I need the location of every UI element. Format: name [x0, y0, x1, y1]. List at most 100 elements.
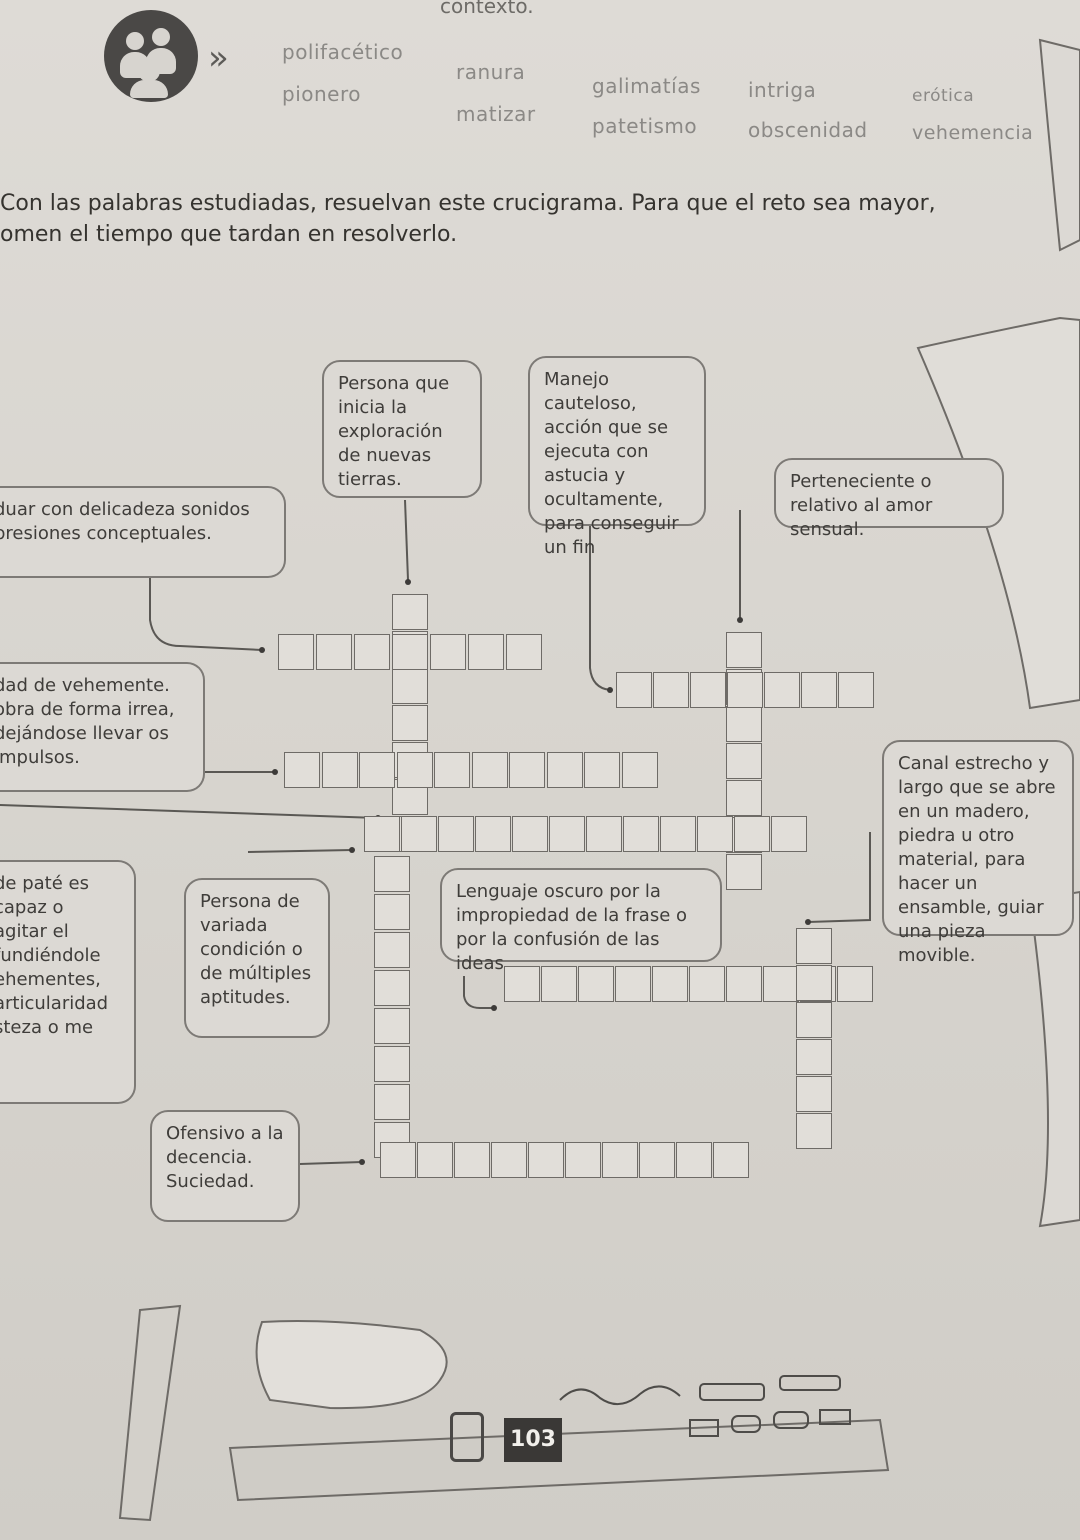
crossword-cell[interactable] [796, 1076, 832, 1112]
crossword-cell[interactable] [676, 1142, 712, 1178]
crossword-cell[interactable] [278, 634, 314, 670]
crossword-cell[interactable] [396, 752, 433, 788]
crossword-cell[interactable] [549, 816, 585, 852]
crossword-cell[interactable] [316, 634, 352, 670]
crossword-cell[interactable] [584, 752, 620, 788]
crossword-cell[interactable] [623, 816, 659, 852]
crossword-cell[interactable] [616, 672, 652, 708]
crossword-cell[interactable] [512, 816, 548, 852]
clue-text: Manejo cauteloso, acción que se ejecuta … [544, 369, 679, 558]
clue-obscenidad: Ofensivo a la decencia. Suciedad. [150, 1110, 300, 1222]
crossword-cell[interactable] [726, 966, 762, 1002]
crossword-cell[interactable] [621, 752, 658, 788]
page-number: 103 [504, 1418, 562, 1462]
crossword-cell[interactable] [374, 894, 410, 930]
crossword-cell[interactable] [417, 1142, 453, 1178]
crossword-cell[interactable] [380, 1142, 416, 1178]
crossword-cell[interactable] [468, 634, 504, 670]
crossword-cell[interactable] [726, 780, 762, 816]
clue-galimatias: Lenguaje oscuro por la impropiedad de la… [440, 868, 722, 974]
crossword-cell[interactable] [491, 1142, 527, 1178]
instructions-line: omen el tiempo que tardan en resolverlo. [0, 222, 458, 247]
crossword-cell[interactable] [392, 705, 428, 741]
crossword-cell[interactable] [726, 706, 762, 742]
group-work-icon [104, 10, 198, 102]
crossword-cell[interactable] [726, 632, 762, 668]
crossword-cell[interactable] [374, 1046, 410, 1082]
crossword-cell[interactable] [689, 966, 725, 1002]
crossword-cell[interactable] [697, 816, 733, 852]
crossword-cell[interactable] [838, 672, 874, 708]
crossword-cell[interactable] [734, 816, 770, 852]
crossword-cell[interactable] [504, 966, 540, 1002]
crossword-cell[interactable] [438, 816, 474, 852]
word-bank-item: vehemencia [912, 122, 1034, 144]
clue-text: de paté es capaz o agitar el fundiéndole… [0, 873, 109, 1038]
crossword-cell[interactable] [434, 752, 470, 788]
crossword-cell[interactable] [578, 966, 614, 1002]
crossword-cell[interactable] [796, 965, 832, 1001]
page-icon [450, 1412, 484, 1462]
crossword-cell[interactable] [374, 856, 410, 892]
crossword-cell[interactable] [796, 1002, 832, 1038]
crossword-cell[interactable] [837, 966, 873, 1002]
crossword-cell[interactable] [801, 672, 837, 708]
crossword-cell[interactable] [541, 966, 577, 1002]
crossword-cell[interactable] [690, 672, 726, 708]
crossword-cell[interactable] [615, 966, 651, 1002]
crossword-cell[interactable] [359, 752, 395, 788]
clue-text: Persona de variada condición o de múltip… [200, 891, 312, 1008]
crossword-cell[interactable] [546, 752, 583, 788]
clue-intriga: Manejo cauteloso, acción que se ejecuta … [528, 356, 706, 558]
crossword-cell[interactable] [771, 816, 807, 852]
crossword-cell[interactable] [392, 594, 428, 630]
word-bank-item: pionero [282, 82, 361, 106]
crossword-cell[interactable] [602, 1142, 638, 1178]
crossword-cell[interactable] [796, 1113, 832, 1149]
crossword-cell[interactable] [653, 672, 689, 708]
crossword-cell[interactable] [726, 743, 762, 779]
word-bank-item: intriga [748, 78, 817, 102]
crossword-cell[interactable] [586, 816, 622, 852]
word-bank-item: matizar [456, 102, 536, 126]
crossword-cell[interactable] [374, 932, 410, 968]
clue-vehemencia: dad de vehemente. obra de forma irrea, d… [0, 662, 205, 792]
double-chevron-icon: » [208, 38, 229, 78]
crossword-cell[interactable] [713, 1142, 749, 1178]
crossword-cell[interactable] [374, 1008, 410, 1044]
crossword-cell[interactable] [796, 1039, 832, 1075]
crossword-cell[interactable] [354, 634, 390, 670]
crossword-cell[interactable] [660, 816, 696, 852]
word-bank-item: erótica [912, 86, 975, 106]
clue-pionero: Persona que inicia la exploración de nue… [322, 360, 482, 498]
crossword-cell[interactable] [430, 634, 466, 670]
word-bank-item: obscenidad [748, 118, 868, 142]
crossword-cell[interactable] [374, 1084, 410, 1120]
crossword-cell[interactable] [509, 752, 545, 788]
crossword-cell[interactable] [565, 1142, 601, 1178]
clue-text: duar con delicadeza sonidos presiones co… [0, 499, 250, 544]
crossword-cell[interactable] [471, 752, 508, 788]
crossword-cell[interactable] [528, 1142, 564, 1178]
crossword-cell[interactable] [639, 1142, 675, 1178]
crossword-cell[interactable] [401, 816, 437, 852]
crossword-cell[interactable] [796, 928, 832, 964]
crossword-cell[interactable] [475, 816, 511, 852]
clue-matizar: duar con delicadeza sonidos presiones co… [0, 486, 286, 578]
clue-text: Lenguaje oscuro por la impropiedad de la… [456, 881, 688, 974]
crossword-cell[interactable] [763, 966, 799, 1002]
crossword-cell[interactable] [284, 752, 320, 788]
crossword-cell[interactable] [374, 970, 410, 1006]
crossword-cell[interactable] [364, 816, 400, 852]
crossword-cell[interactable] [392, 668, 428, 704]
crossword-cell[interactable] [454, 1142, 490, 1178]
crossword-cell[interactable] [506, 634, 542, 670]
clue-polifacetico: Persona de variada condición o de múltip… [184, 878, 330, 1038]
crossword-cell[interactable] [726, 854, 762, 890]
crossword-cell[interactable] [392, 634, 428, 670]
crossword-cell[interactable] [652, 966, 688, 1002]
crossword-cell[interactable] [321, 752, 358, 788]
crossword-cell[interactable] [764, 672, 800, 708]
crossword-cell[interactable] [727, 672, 763, 708]
